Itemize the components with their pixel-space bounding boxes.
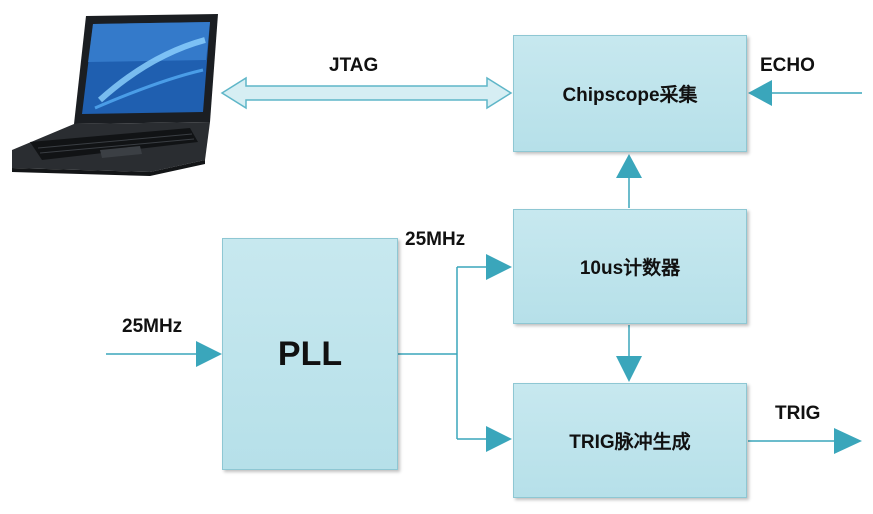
trig-generator-block: TRIG脉冲生成 xyxy=(513,383,747,498)
clk-out-label: 25MHz xyxy=(405,229,466,250)
echo-arrowhead xyxy=(748,80,772,106)
laptop-icon xyxy=(12,14,218,176)
trig-out-arrowhead xyxy=(834,428,862,454)
pll-to-counter-arrowhead xyxy=(486,254,512,280)
pll-block-label: PLL xyxy=(277,334,343,373)
echo-label: ECHO xyxy=(760,55,815,76)
chipscope-block-label: Chipscope采集 xyxy=(562,85,698,106)
pll-to-trig-arrowhead xyxy=(486,426,512,452)
jtag-label: JTAG xyxy=(329,55,379,76)
counter-block: 10us计数器 xyxy=(513,209,747,324)
jtag-bidirectional-arrow xyxy=(220,76,513,110)
trig-generator-block-label: TRIG脉冲生成 xyxy=(569,432,691,453)
trig-out-label: TRIG xyxy=(775,403,821,424)
chipscope-block: Chipscope采集 xyxy=(513,35,747,152)
clk-in-arrowhead xyxy=(196,341,222,367)
counter-to-trig-arrowhead xyxy=(616,356,642,382)
pll-block: PLL xyxy=(222,238,398,470)
clk-in-label: 25MHz xyxy=(122,316,183,337)
counter-block-label: 10us计数器 xyxy=(579,258,681,279)
counter-to-chipscope-arrowhead xyxy=(616,154,642,178)
